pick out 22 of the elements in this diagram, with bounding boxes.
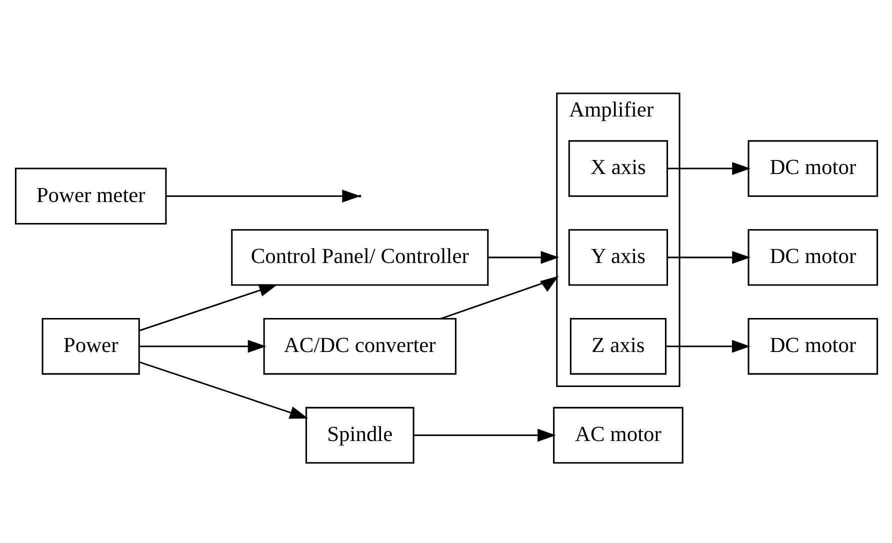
arrow: [666, 339, 750, 352]
arrow: [667, 162, 750, 174]
node-box: Control Panel/ Controller: [230, 228, 488, 286]
node-box: DC motor: [747, 140, 878, 196]
arrow: [166, 189, 360, 202]
arrow: [138, 284, 278, 331]
node-box: DC motor: [747, 228, 878, 286]
arrow: [413, 428, 556, 442]
arrow: [138, 339, 266, 352]
node-box: DC motor: [747, 318, 878, 374]
node-box: Z axis: [569, 318, 666, 374]
node-box: Spindle: [304, 406, 414, 464]
arrow: [138, 360, 308, 418]
node-box: AC/DC converter: [262, 318, 456, 374]
node-box: AC motor: [552, 406, 683, 464]
node-box: Power meter: [14, 167, 166, 224]
arrow: [440, 275, 558, 319]
arrow: [488, 250, 559, 264]
node-box: X axis: [568, 140, 668, 196]
node-box: Y axis: [568, 228, 668, 286]
node-box: Power: [41, 318, 140, 374]
arrow: [667, 250, 750, 264]
